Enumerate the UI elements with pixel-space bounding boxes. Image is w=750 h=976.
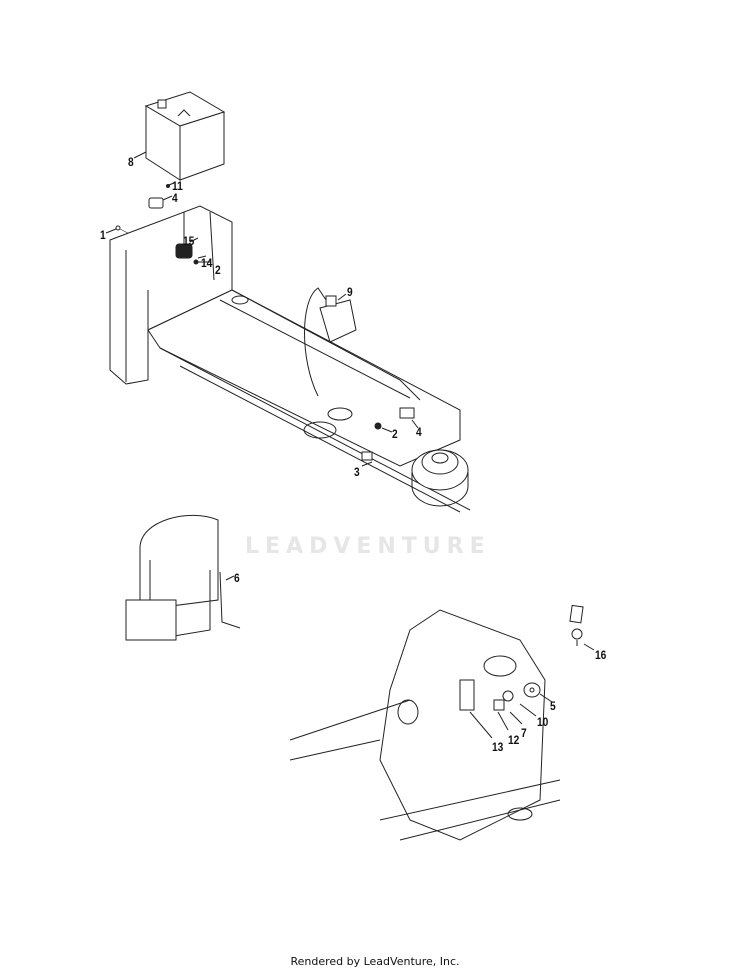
callout-8[interactable]: 8 — [128, 155, 134, 169]
pto-clutch-drawing — [411, 449, 469, 507]
callout-12[interactable]: 12 — [508, 733, 520, 747]
watermark: LEADVENTURE — [245, 534, 491, 559]
callout-2[interactable]: 2 — [215, 263, 221, 277]
footer-credit: Rendered by LeadVenture, Inc. — [290, 955, 460, 968]
callout-3[interactable]: 3 — [354, 465, 360, 479]
callout-11[interactable]: 11 — [172, 179, 183, 193]
callout-2[interactable]: 2 — [392, 427, 398, 441]
callout-9[interactable]: 9 — [347, 285, 353, 299]
callout-15[interactable]: 15 — [183, 234, 195, 248]
engine-drawing — [125, 514, 241, 641]
seat-switch-bracket — [304, 287, 357, 397]
callout-13[interactable]: 13 — [492, 740, 504, 754]
callout-6[interactable]: 6 — [234, 571, 240, 585]
callout-7[interactable]: 7 — [521, 726, 527, 740]
frame-drawing — [109, 205, 471, 513]
ignition-key-drawing — [569, 604, 595, 651]
callout-14[interactable]: 14 — [201, 256, 213, 270]
callout-16[interactable]: 16 — [595, 648, 607, 662]
callout-5[interactable]: 5 — [550, 699, 556, 713]
callout-4[interactable]: 4 — [172, 191, 178, 205]
callout-1[interactable]: 1 — [100, 228, 106, 242]
dash-console-drawing — [289, 609, 561, 841]
battery-drawing — [133, 91, 226, 181]
callout-4[interactable]: 4 — [416, 425, 422, 439]
callout-10[interactable]: 10 — [537, 715, 549, 729]
